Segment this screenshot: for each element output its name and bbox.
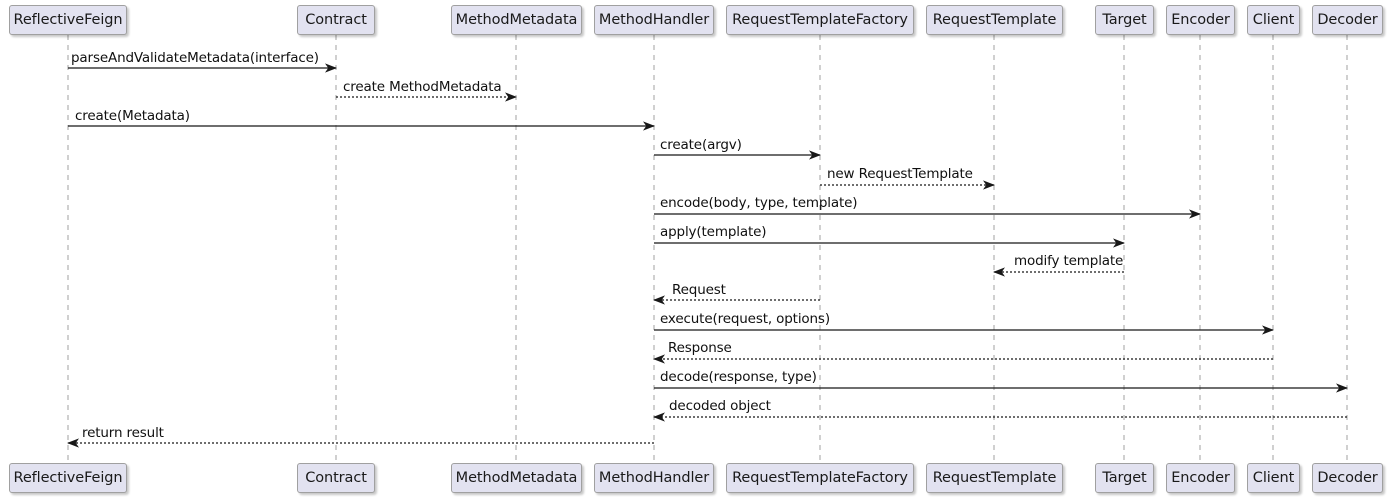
lifelines-group <box>67 35 1348 463</box>
participant-footer-methodhandler[interactable]: MethodHandler <box>594 463 714 493</box>
message-label-5: encode(body, type, template) <box>660 195 858 211</box>
participant-header-client[interactable]: Client <box>1247 5 1300 35</box>
participant-header-requesttemplatefactory[interactable]: RequestTemplateFactory <box>726 5 914 35</box>
participant-label: ReflectiveFeign <box>13 12 123 28</box>
participant-label: ReflectiveFeign <box>13 470 123 486</box>
message-label-0: parseAndValidateMetadata(interface) <box>71 50 319 66</box>
participant-label: RequestTemplateFactory <box>732 470 908 486</box>
participant-label: Decoder <box>1317 470 1378 486</box>
participant-label: Encoder <box>1171 470 1230 486</box>
message-label-9: execute(request, options) <box>660 311 830 327</box>
message-label-10: Response <box>668 340 732 356</box>
message-label-4: new RequestTemplate <box>827 166 973 182</box>
participant-label: Client <box>1252 12 1295 28</box>
participant-footer-reflectivefeign[interactable]: ReflectiveFeign <box>9 463 127 493</box>
participant-header-reflectivefeign[interactable]: ReflectiveFeign <box>9 5 127 35</box>
participant-header-methodmetadata[interactable]: MethodMetadata <box>451 5 582 35</box>
participant-label: MethodMetadata <box>455 470 578 486</box>
message-label-6: apply(template) <box>660 224 767 240</box>
message-label-1: create MethodMetadata <box>343 79 502 95</box>
participant-label: MethodHandler <box>598 470 710 486</box>
participant-footer-contract[interactable]: Contract <box>297 463 375 493</box>
message-label-12: decoded object <box>669 398 771 414</box>
participant-header-decoder[interactable]: Decoder <box>1312 5 1383 35</box>
participant-label: Contract <box>305 470 367 486</box>
participant-footer-requesttemplatefactory[interactable]: RequestTemplateFactory <box>726 463 914 493</box>
message-label-7: modify template <box>1014 253 1124 269</box>
participant-footer-methodmetadata[interactable]: MethodMetadata <box>451 463 582 493</box>
participant-header-contract[interactable]: Contract <box>297 5 375 35</box>
participant-header-encoder[interactable]: Encoder <box>1166 5 1235 35</box>
participant-label: RequestTemplate <box>932 470 1057 486</box>
participant-header-requesttemplate[interactable]: RequestTemplate <box>926 5 1063 35</box>
participant-footer-decoder[interactable]: Decoder <box>1312 463 1383 493</box>
participant-header-target[interactable]: Target <box>1095 5 1154 35</box>
message-label-3: create(argv) <box>660 137 742 153</box>
participant-footer-requesttemplate[interactable]: RequestTemplate <box>926 463 1063 493</box>
participant-footer-encoder[interactable]: Encoder <box>1166 463 1235 493</box>
message-label-13: return result <box>82 425 164 441</box>
participant-label: Client <box>1252 470 1295 486</box>
participant-label: Contract <box>305 12 367 28</box>
message-label-2: create(Metadata) <box>75 108 190 124</box>
participant-label: Decoder <box>1317 12 1378 28</box>
message-arrows-group <box>67 63 1348 448</box>
participant-label: Target <box>1102 12 1147 28</box>
participant-header-methodhandler[interactable]: MethodHandler <box>594 5 714 35</box>
participant-footer-client[interactable]: Client <box>1247 463 1300 493</box>
participant-label: MethodMetadata <box>455 12 578 28</box>
participant-label: MethodHandler <box>598 12 710 28</box>
participant-label: RequestTemplate <box>932 12 1057 28</box>
participant-footer-target[interactable]: Target <box>1095 463 1154 493</box>
participant-label: RequestTemplateFactory <box>732 12 908 28</box>
message-label-11: decode(response, type) <box>660 369 817 385</box>
participant-label: Encoder <box>1171 12 1230 28</box>
message-label-8: Request <box>672 282 726 298</box>
participant-label: Target <box>1102 470 1147 486</box>
